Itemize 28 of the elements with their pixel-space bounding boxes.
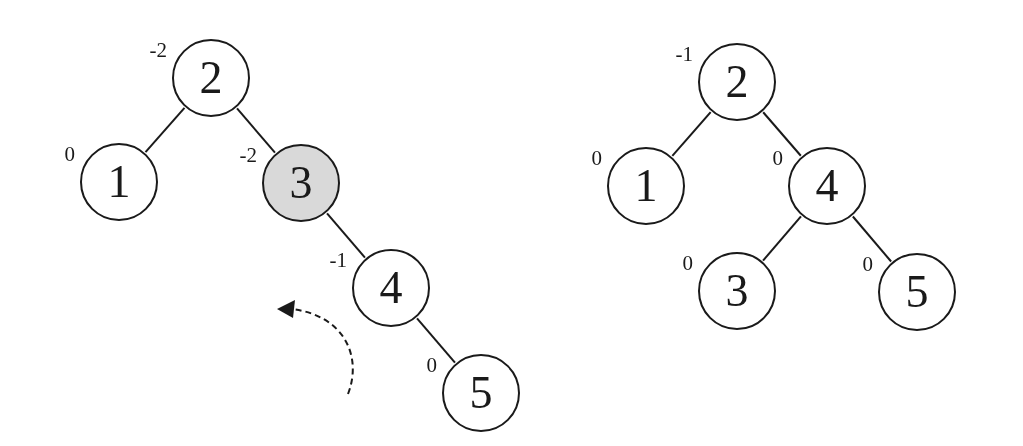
balance-factor: -1 — [329, 249, 347, 271]
node-key: 2 — [725, 59, 749, 105]
balance-factor: 0 — [64, 143, 75, 165]
node-key: 1 — [107, 159, 131, 205]
balance-factor: -2 — [239, 144, 257, 166]
balance-factor: 0 — [862, 253, 873, 275]
tree-edge — [326, 212, 366, 259]
balance-factor: 0 — [682, 252, 693, 274]
node-key: 4 — [379, 265, 403, 311]
balance-factor: -1 — [675, 43, 693, 65]
tree-edge — [236, 107, 276, 154]
tree-edge — [762, 215, 802, 262]
tree-edge — [671, 111, 712, 157]
tree-edge — [416, 317, 456, 364]
node-key: 1 — [634, 163, 658, 209]
balance-factor: -2 — [149, 39, 167, 61]
node-key: 5 — [905, 269, 929, 315]
tree-edge — [851, 215, 893, 263]
balance-factor: 0 — [772, 147, 783, 169]
node-key: 3 — [725, 268, 749, 314]
node-key: 5 — [469, 370, 493, 416]
node-key: 3 — [289, 160, 313, 206]
balance-factor: 0 — [591, 147, 602, 169]
node-key: 2 — [199, 55, 223, 101]
tree-edge — [144, 106, 186, 154]
balance-factor: 0 — [426, 354, 437, 376]
node-key: 4 — [815, 163, 839, 209]
tree-edge — [762, 111, 802, 157]
